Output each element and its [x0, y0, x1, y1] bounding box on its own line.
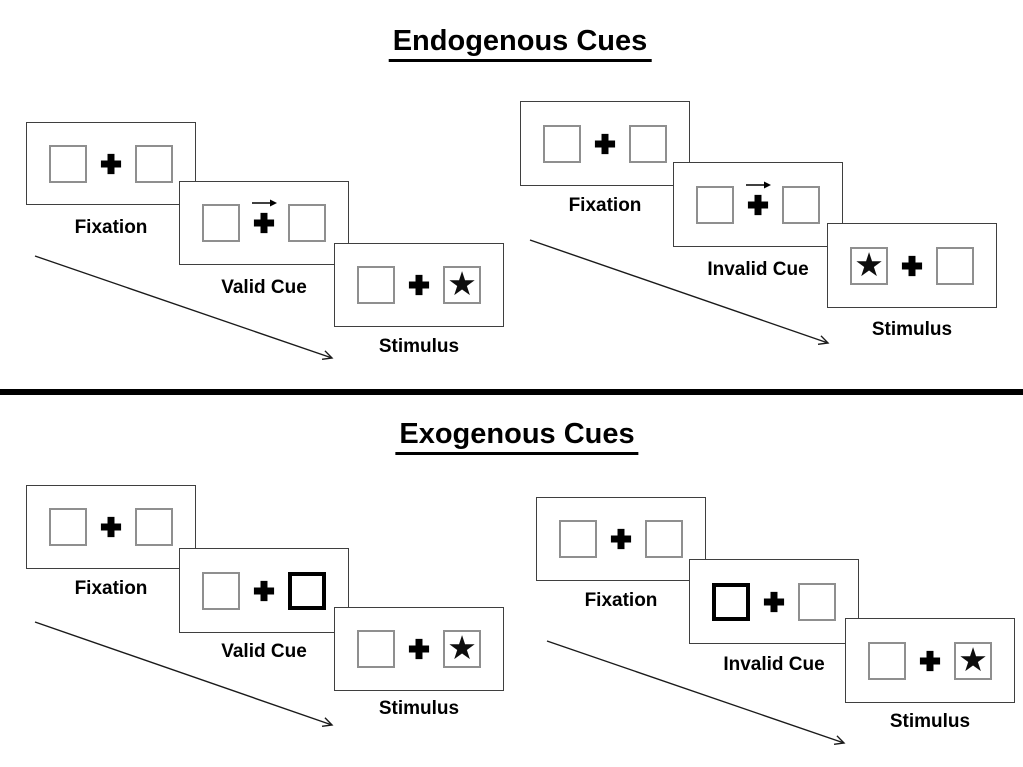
placeholder-square-left — [49, 508, 87, 546]
plus-icon — [901, 255, 923, 276]
panel-label-fixation: Fixation — [584, 590, 658, 611]
plus-icon — [408, 638, 430, 660]
target-square-right: ★ — [443, 630, 481, 668]
placeholder-square-left — [696, 185, 734, 224]
plus-icon — [253, 580, 275, 601]
panel-fixation — [520, 101, 690, 186]
panel-label-invalid-cue: Invalid Cue — [707, 259, 809, 280]
placeholder-square-left — [49, 144, 87, 183]
timeline-arrow — [34, 621, 334, 727]
star-icon: ★ — [958, 639, 988, 679]
panel-valid-cue — [179, 548, 349, 633]
star-icon: ★ — [447, 628, 477, 667]
fixation-cross-icon — [408, 638, 430, 660]
placeholder-square-right — [798, 582, 836, 621]
star-icon: ★ — [854, 244, 884, 284]
placeholder-square-left — [543, 124, 581, 163]
panel-fixation — [26, 485, 196, 569]
panel-fixation — [26, 122, 196, 205]
placeholder-square-left — [357, 266, 395, 304]
placeholder-square-right — [782, 185, 820, 224]
plus-icon — [253, 212, 275, 234]
panel-invalid-cue — [673, 162, 843, 247]
fixation-cross-icon — [408, 274, 430, 296]
timeline-arrow — [546, 640, 846, 746]
plus-icon — [408, 274, 430, 296]
star-icon: ★ — [447, 264, 477, 303]
cue-arrow-icon — [746, 181, 771, 188]
panel-label-valid-cue: Valid Cue — [221, 641, 307, 662]
placeholder-square-right — [645, 520, 683, 558]
plus-icon — [100, 153, 122, 174]
panel-label-stimulus: Stimulus — [378, 336, 460, 357]
fixation-cross-icon — [100, 516, 122, 538]
fixation-cross-icon — [746, 181, 771, 216]
panel-stimulus: ★ — [827, 223, 997, 308]
placeholder-square-left — [559, 520, 597, 558]
panel-stimulus: ★ — [845, 618, 1015, 703]
plus-icon — [594, 133, 616, 154]
placeholder-square-right — [936, 246, 974, 285]
section-title-endogenous: Endogenous Cues — [388, 25, 652, 62]
panel-valid-cue — [179, 181, 349, 265]
panel-label-stimulus: Stimulus — [871, 319, 953, 340]
plus-icon — [763, 591, 785, 612]
fixation-cross-icon — [901, 255, 923, 277]
target-square-left: ★ — [850, 244, 888, 285]
panel-invalid-cue — [689, 559, 859, 644]
cue-square-highlighted-right — [288, 571, 326, 610]
placeholder-square-right — [135, 144, 173, 183]
fixation-cross-icon — [919, 650, 941, 672]
panel-label-fixation: Fixation — [568, 195, 642, 216]
panel-label-invalid-cue: Invalid Cue — [723, 654, 825, 675]
placeholder-square-left — [868, 641, 906, 680]
placeholder-square-right — [288, 204, 326, 242]
panel-label-stimulus: Stimulus — [889, 711, 971, 732]
target-square-right: ★ — [954, 639, 992, 680]
placeholder-square-left — [357, 630, 395, 668]
panel-fixation — [536, 497, 706, 581]
plus-icon — [747, 194, 769, 215]
placeholder-square-left — [202, 571, 240, 610]
cue-square-highlighted-left — [712, 582, 750, 621]
plus-icon — [100, 516, 122, 538]
panel-label-stimulus: Stimulus — [378, 698, 460, 719]
panel-label-valid-cue: Valid Cue — [221, 277, 307, 298]
panel-label-fixation: Fixation — [74, 217, 148, 238]
fixation-cross-icon — [253, 580, 275, 602]
timeline-arrow — [34, 255, 334, 361]
plus-icon — [919, 650, 941, 671]
section-title-exogenous: Exogenous Cues — [395, 418, 639, 455]
panel-stimulus: ★ — [334, 243, 504, 327]
fixation-cross-icon — [763, 591, 785, 613]
panel-label-fixation: Fixation — [74, 578, 148, 599]
placeholder-square-left — [202, 204, 240, 242]
target-square-right: ★ — [443, 266, 481, 304]
section-divider — [0, 389, 1023, 395]
panel-stimulus: ★ — [334, 607, 504, 691]
fixation-cross-icon — [252, 199, 277, 234]
timeline-arrow — [529, 239, 830, 346]
fixation-cross-icon — [100, 153, 122, 175]
fixation-cross-icon — [610, 528, 632, 550]
placeholder-square-right — [629, 124, 667, 163]
cue-arrow-icon — [252, 199, 277, 207]
fixation-cross-icon — [594, 133, 616, 155]
placeholder-square-right — [135, 508, 173, 546]
plus-icon — [610, 528, 632, 550]
